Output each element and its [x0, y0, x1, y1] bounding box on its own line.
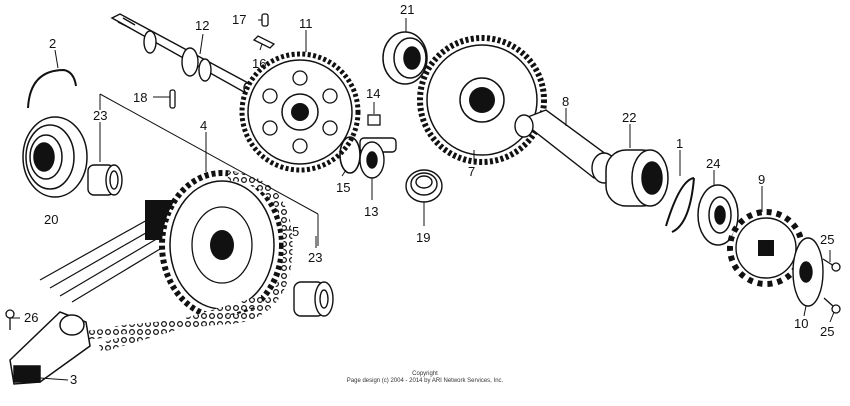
part-25-bolt-upper — [822, 258, 841, 272]
part-15-ring — [339, 136, 361, 174]
label-part-16: 16 — [252, 56, 266, 71]
part-9-sprocket — [727, 209, 805, 287]
label-part-23-upper: 23 — [93, 108, 107, 123]
label-part-5: 5 — [292, 224, 299, 239]
label-part-25-lower: 25 — [820, 324, 834, 339]
label-part-22: 22 — [622, 110, 636, 125]
part-18-pin — [169, 89, 176, 109]
label-part-18: 18 — [133, 90, 147, 105]
label-part-2: 2 — [49, 36, 56, 51]
label-part-10: 10 — [794, 316, 808, 331]
label-part-13: 13 — [364, 204, 378, 219]
part-5-chain — [57, 171, 293, 353]
label-part-26: 26 — [24, 310, 38, 325]
part-21-bearing — [382, 31, 428, 85]
label-part-3: 3 — [70, 372, 77, 387]
label-part-17: 17 — [232, 12, 246, 27]
label-part-12: 12 — [195, 18, 209, 33]
part-26-bolt — [5, 309, 15, 330]
label-part-9: 9 — [758, 172, 765, 187]
label-part-20: 20 — [44, 212, 58, 227]
part-7-gear — [417, 35, 547, 165]
copyright-notice: Page design (c) 2004 - 2014 by ARI Netwo… — [346, 378, 504, 384]
label-part-1: 1 — [676, 136, 683, 151]
label-part-4: 4 — [200, 118, 207, 133]
part-20-bearing — [22, 116, 88, 198]
part-19-spring — [405, 169, 443, 203]
part-25-bolt-lower — [823, 297, 841, 314]
label-part-24: 24 — [706, 156, 720, 171]
part-2-circlip — [27, 68, 77, 109]
part-4-sprocket — [145, 170, 285, 320]
part-17-pin — [261, 13, 269, 27]
part-22-bearing — [605, 149, 669, 207]
label-part-14: 14 — [366, 86, 380, 101]
part-13-arm-shaft — [359, 137, 397, 179]
part-23-needle-bearing-lower — [293, 281, 334, 317]
part-14-pin — [367, 114, 381, 126]
label-part-11: 11 — [299, 16, 313, 31]
part-1-circlip — [665, 177, 695, 233]
label-part-8: 8 — [562, 94, 569, 109]
part-23-needle-bearing-upper — [87, 164, 123, 196]
label-part-19: 19 — [416, 230, 430, 245]
part-24-collar — [697, 184, 739, 246]
part-11-gear — [239, 51, 361, 173]
copyright-heading: Copyright — [412, 371, 438, 377]
label-part-15: 15 — [336, 180, 350, 195]
label-part-7: 7 — [468, 164, 475, 179]
leader-lines — [10, 18, 835, 381]
part-10-plate — [792, 237, 824, 307]
part-3-tensioner — [9, 311, 91, 385]
part-labels: 2 12 17 16 11 21 18 23 4 14 8 22 1 24 9 … — [24, 2, 834, 387]
label-part-23-lower: 23 — [308, 250, 322, 265]
part-16-pin — [252, 35, 276, 49]
part-12-countershaft — [110, 13, 252, 94]
label-part-21: 21 — [400, 2, 414, 17]
label-part-25-upper: 25 — [820, 232, 834, 247]
